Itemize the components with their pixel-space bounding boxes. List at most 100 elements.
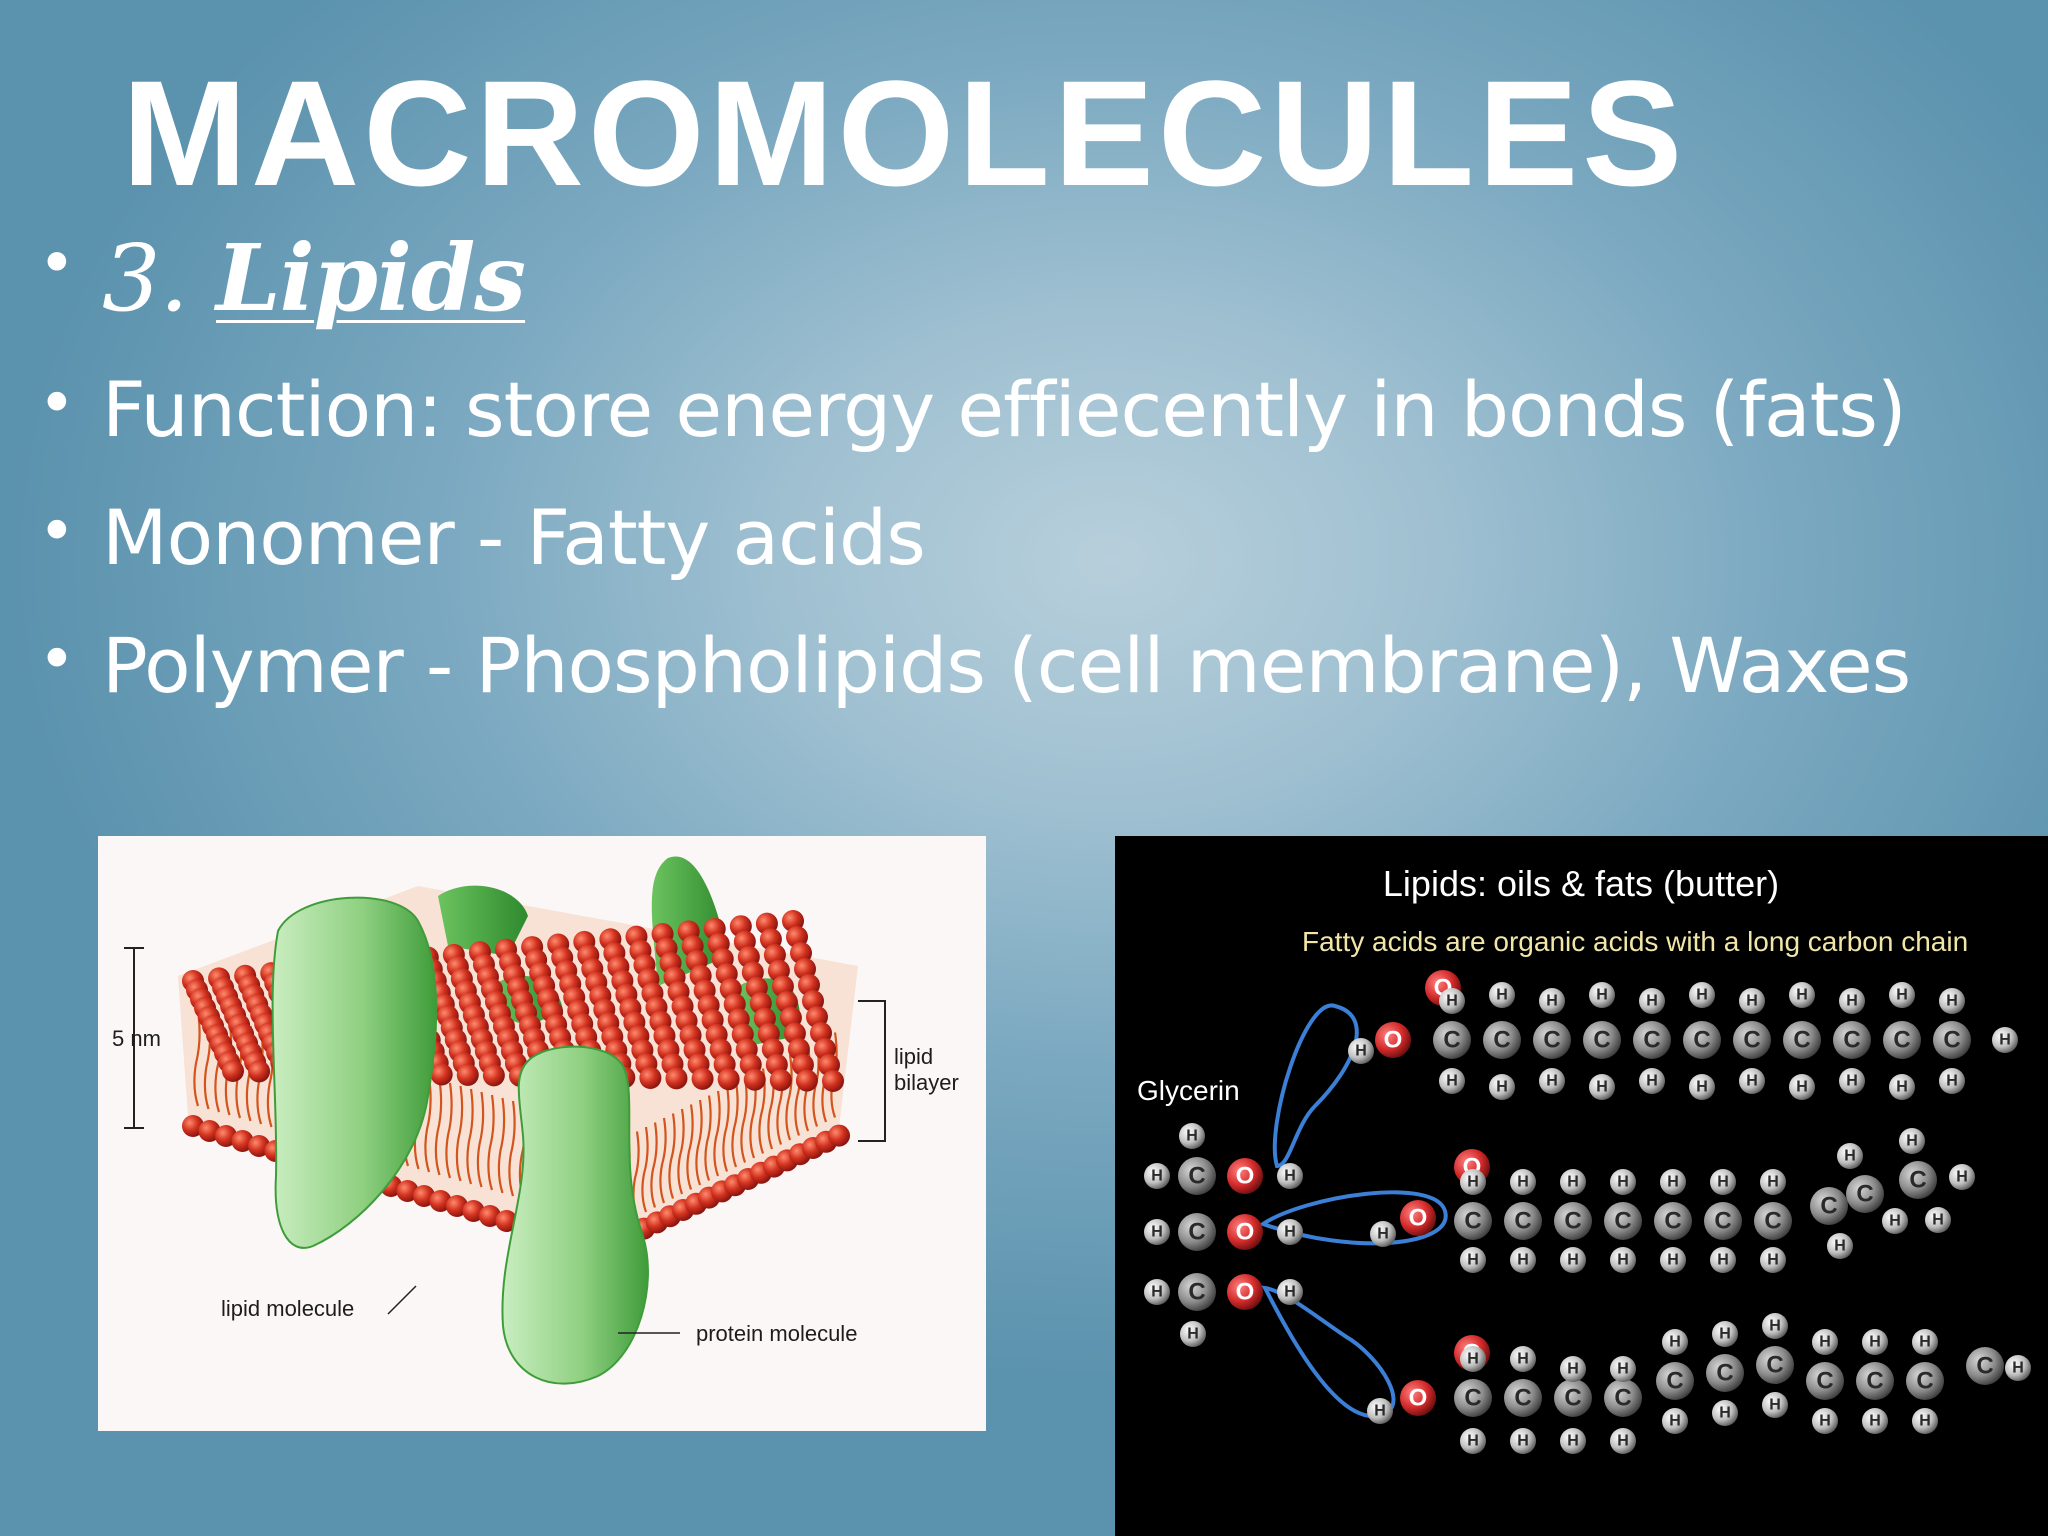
bilayer-bracket: [858, 1000, 886, 1142]
svg-text:H: H: [1717, 1252, 1729, 1269]
lipid-head: [691, 1067, 714, 1090]
bullet-monomer-text: Monomer - Fatty acids: [102, 493, 926, 582]
hydrogen-atom: H: [1460, 1346, 1486, 1372]
hydrogen-atom: H: [1460, 1428, 1486, 1454]
svg-text:H: H: [1517, 1252, 1529, 1269]
hydrogen-atom: H: [1812, 1408, 1838, 1434]
carbon-atom: C: [1178, 1157, 1216, 1195]
hydrogen-atom: H: [1589, 1074, 1615, 1100]
svg-text:H: H: [1869, 1334, 1881, 1351]
lipid-head: [248, 1060, 271, 1083]
svg-text:C: C: [1943, 1027, 1960, 1054]
svg-text:H: H: [1567, 1174, 1579, 1191]
svg-text:C: C: [1820, 1193, 1837, 1220]
svg-text:H: H: [1769, 1397, 1781, 1414]
bullet-monomer: •Monomer - Fatty acids: [38, 500, 1910, 576]
hydrogen-atom: H: [1812, 1329, 1838, 1355]
svg-text:C: C: [1564, 1385, 1581, 1412]
bullet-icon: •: [38, 495, 76, 569]
hydrogen-atom: H: [1439, 1068, 1465, 1094]
carbon-atom: C: [1883, 1021, 1921, 1059]
svg-text:H: H: [1151, 1168, 1163, 1185]
lipids-heading: Lipids: [216, 224, 526, 332]
carbon-atom: C: [1899, 1161, 1937, 1199]
svg-text:H: H: [1374, 1403, 1386, 1420]
hydrogen-atom: H: [1460, 1169, 1486, 1195]
lipid-head: [717, 1068, 740, 1091]
bond-loop: [1258, 1190, 1448, 1246]
svg-text:C: C: [1188, 1279, 1205, 1306]
svg-text:H: H: [1846, 993, 1858, 1010]
svg-text:C: C: [1564, 1208, 1581, 1235]
svg-text:C: C: [1514, 1385, 1531, 1412]
svg-text:H: H: [1284, 1168, 1296, 1185]
fatty-acid-figure: Lipids: oils & fats (butter) Fatty acids…: [1115, 836, 2048, 1536]
carbon-atom: C: [1554, 1202, 1592, 1240]
svg-text:O: O: [1236, 1219, 1255, 1246]
svg-text:H: H: [1869, 1413, 1881, 1430]
hydrogen-atom: H: [1610, 1356, 1636, 1382]
svg-text:H: H: [1819, 1334, 1831, 1351]
svg-text:H: H: [1377, 1226, 1389, 1243]
protein-molecule: [271, 896, 438, 1249]
svg-text:H: H: [1467, 1252, 1479, 1269]
lipid-head: [430, 1063, 453, 1086]
svg-text:C: C: [1593, 1027, 1610, 1054]
lipid-bilayer-figure: 5 nm lipid bilayer lipid molecule protei…: [98, 836, 986, 1431]
carbon-atom: C: [1504, 1202, 1542, 1240]
bullet-polymer-text: Polymer - Phospholipids (cell membrane),…: [102, 621, 1911, 710]
slide-title: MACROMOLECULES: [122, 49, 1687, 217]
carbon-atom: C: [1454, 1379, 1492, 1417]
hydrogen-atom: H: [1639, 988, 1665, 1014]
svg-text:C: C: [1664, 1208, 1681, 1235]
svg-text:H: H: [1796, 1079, 1808, 1096]
hydrogen-atom: H: [1510, 1247, 1536, 1273]
lipid-head: [413, 1185, 435, 1207]
bond-loop: [1261, 1285, 1396, 1419]
hydrogen-atom: H: [1739, 988, 1765, 1014]
hydrogen-atom: H: [1144, 1279, 1170, 1305]
hydrogen-atom: H: [1882, 1208, 1908, 1234]
lipid-tail: [740, 1077, 748, 1163]
hydrogen-atom: H: [1180, 1321, 1206, 1347]
hydrogen-atom: H: [1827, 1233, 1853, 1259]
svg-text:H: H: [1669, 1413, 1681, 1430]
svg-text:H: H: [1667, 1174, 1679, 1191]
carbon-atom: C: [1933, 1021, 1971, 1059]
svg-text:C: C: [1916, 1368, 1933, 1395]
carbon-atom: C: [1604, 1202, 1642, 1240]
protein-molecule-label: protein molecule: [696, 1321, 857, 1346]
hydrogen-atom: H: [1510, 1428, 1536, 1454]
carbon-atom: C: [1846, 1175, 1884, 1213]
svg-text:H: H: [1151, 1224, 1163, 1241]
svg-text:H: H: [1596, 1079, 1608, 1096]
lipid-tail: [785, 1054, 793, 1141]
svg-text:H: H: [1517, 1351, 1529, 1368]
lipid-tail: [650, 1122, 658, 1208]
svg-text:C: C: [1543, 1027, 1560, 1054]
lipid-head: [482, 1064, 505, 1087]
svg-text:C: C: [1666, 1368, 1683, 1395]
hydrogen-atom: H: [1760, 1169, 1786, 1195]
svg-text:C: C: [1716, 1360, 1733, 1387]
hydrogen-atom: H: [1712, 1400, 1738, 1426]
hydrogen-atom: H: [1712, 1321, 1738, 1347]
svg-text:C: C: [1514, 1208, 1531, 1235]
svg-text:C: C: [1188, 1219, 1205, 1246]
hydrogen-atom: H: [1837, 1143, 1863, 1169]
svg-text:H: H: [1746, 993, 1758, 1010]
svg-text:H: H: [1467, 1351, 1479, 1368]
lipid-callout-line: [387, 1285, 417, 1315]
carbon-atom: C: [1706, 1354, 1744, 1392]
svg-text:H: H: [1567, 1433, 1579, 1450]
lipid-tail: [466, 1088, 474, 1185]
hydrogen-atom: H: [1539, 988, 1565, 1014]
hydrogen-atom: H: [1460, 1247, 1486, 1273]
hydrogen-atom: H: [1939, 1068, 1965, 1094]
carbon-atom: C: [1178, 1213, 1216, 1251]
svg-text:H: H: [1617, 1361, 1629, 1378]
lipid-head: [198, 1120, 221, 1142]
carbon-atom: C: [1483, 1021, 1521, 1059]
hydrogen-atom: H: [1762, 1392, 1788, 1418]
